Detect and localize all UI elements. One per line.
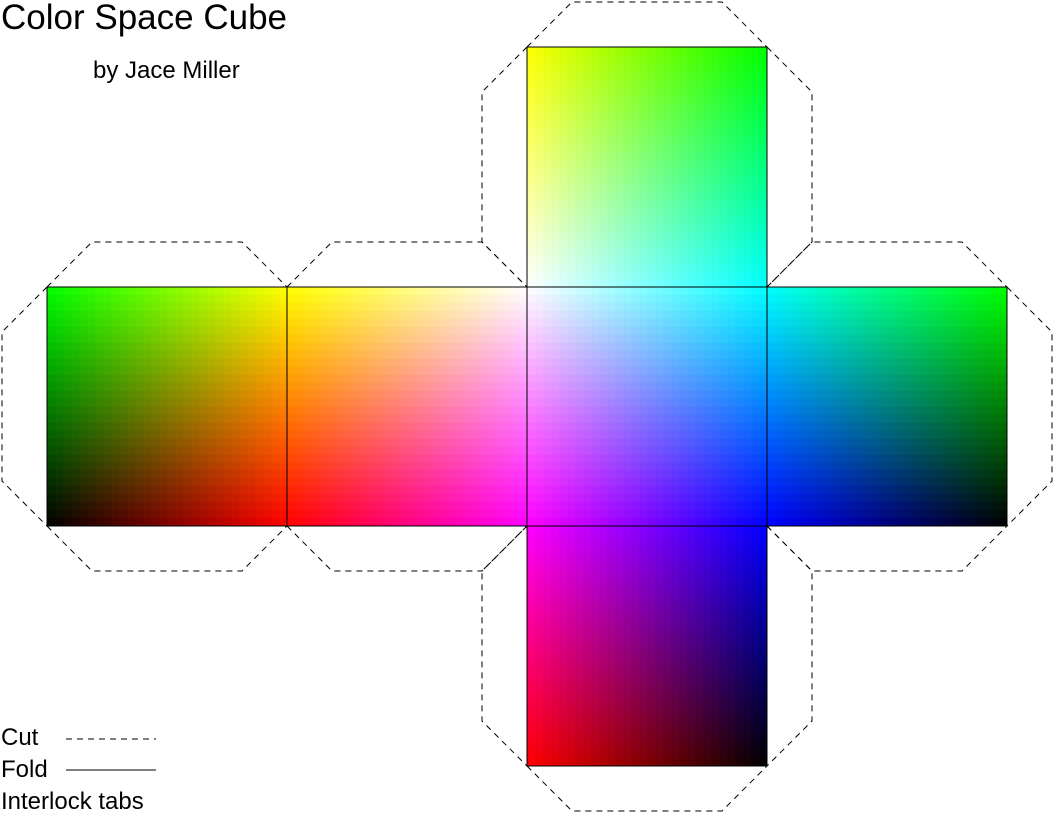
tab-top-outer xyxy=(527,2,767,47)
face-right xyxy=(767,287,1008,527)
tab-bottom-right xyxy=(767,526,812,766)
tab-top-right xyxy=(767,47,812,287)
face-top xyxy=(527,47,768,288)
tab-center-bottom xyxy=(287,526,527,571)
face-bottom xyxy=(527,526,768,767)
tab-left-bottom xyxy=(47,526,287,571)
tab-bottom-left xyxy=(482,526,527,766)
tab-center-top xyxy=(287,242,527,287)
tab-top-left xyxy=(482,47,527,287)
legend-cut-label: Cut xyxy=(1,723,38,753)
tab-bottom-outer xyxy=(527,766,767,811)
face-center xyxy=(287,287,528,527)
tab-left-outer xyxy=(2,287,47,526)
page-title: Color Space Cube xyxy=(1,0,287,40)
face-front xyxy=(527,287,768,527)
legend-fold-label: Fold xyxy=(1,755,48,785)
author-byline: by Jace Miller xyxy=(93,56,240,86)
tab-right-top xyxy=(767,242,1007,287)
tab-right-bottom xyxy=(767,526,1007,571)
tab-right-outer xyxy=(1007,287,1052,526)
tab-left-top xyxy=(47,242,287,287)
face-left xyxy=(47,287,288,527)
